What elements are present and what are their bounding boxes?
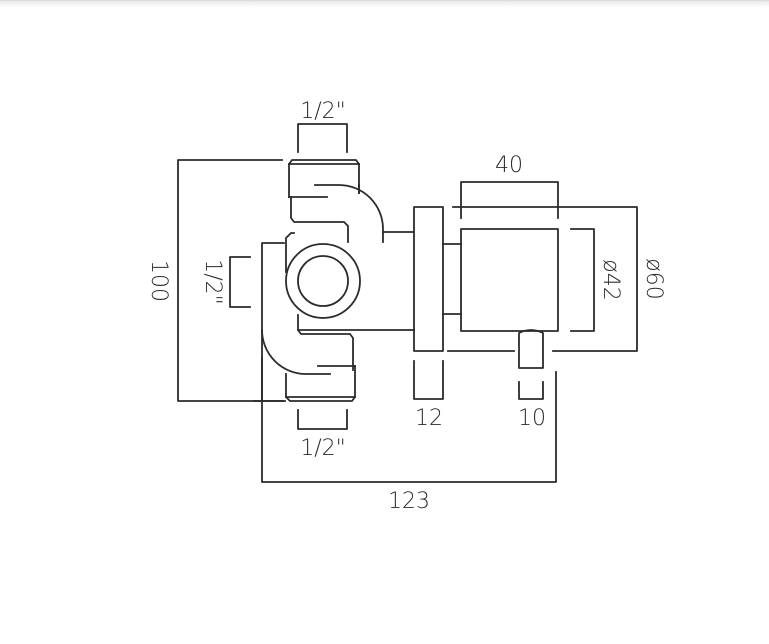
valve-top-inlet	[288, 159, 415, 243]
dim-top-inlet-label: 1/2"	[300, 99, 346, 124]
dim-side-outlet: 1/2"	[200, 256, 251, 308]
dim-flange-thickness: 12	[413, 360, 444, 431]
dim-handle-depth-label: 40	[495, 153, 523, 178]
lever	[518, 329, 544, 369]
handle-body	[460, 228, 559, 332]
dim-handle-diameter: ø42	[570, 228, 623, 332]
valve-bottom-outlet	[261, 242, 356, 402]
dim-handle-diameter-label: ø42	[598, 259, 623, 300]
dim-overall-height: 100	[146, 159, 284, 402]
dim-bottom-outlet-label: 1/2"	[300, 436, 346, 461]
dim-lever-width: 10	[518, 381, 546, 431]
dim-flange-thickness-label: 12	[415, 406, 443, 431]
dim-bottom-outlet: 1/2"	[297, 409, 348, 461]
dim-lever-width-label: 10	[518, 406, 546, 431]
flange-plate	[413, 206, 462, 352]
dim-overall-depth-label: 123	[388, 489, 430, 514]
dim-side-outlet-label: 1/2"	[200, 259, 225, 305]
window-top-shadow	[0, 0, 769, 8]
dim-flange-diameter: ø60	[447, 206, 666, 352]
dim-top-inlet: 1/2"	[297, 99, 348, 153]
dim-overall-height-label: 100	[146, 260, 171, 302]
dim-overall-depth: 123	[253, 357, 557, 514]
dim-flange-diameter-label: ø60	[641, 258, 666, 299]
dim-handle-depth: 40	[460, 153, 559, 219]
valve-central-block	[285, 232, 415, 371]
